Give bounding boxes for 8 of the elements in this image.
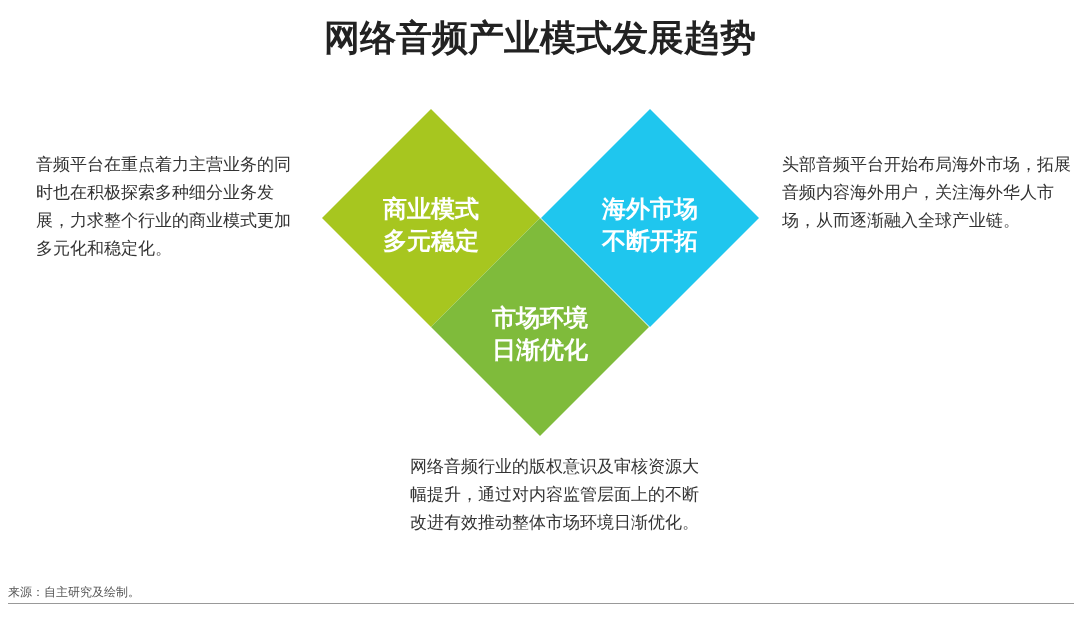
description-text: 音频平台在重点着力主营业务的同时也在积极探索多种细分业务发展，力求整个行业的商业模式更加多元化和稳定化。 bbox=[36, 153, 292, 260]
source-note: 来源：自主研究及绘制。 bbox=[8, 584, 140, 601]
diamond-label: 商业模式多元稳定 bbox=[382, 194, 480, 257]
title: 网络音频产业模式发展趋势 bbox=[323, 16, 757, 60]
diamond-label: 海外市场不断开拓 bbox=[600, 194, 699, 257]
diamond-label: 市场环境日渐优化 bbox=[491, 303, 589, 366]
description-text: 头部音频平台开始布局海外市场，拓展音频内容海外用户，关注海外华人市场，从而逐渐融入全球产业链。 bbox=[782, 153, 1072, 232]
description-text: 网络音频行业的版权意识及审核资源大幅提升，通过对内容监管层面上的不断改进有效推动整体市场环境日渐优化。 bbox=[410, 455, 700, 534]
